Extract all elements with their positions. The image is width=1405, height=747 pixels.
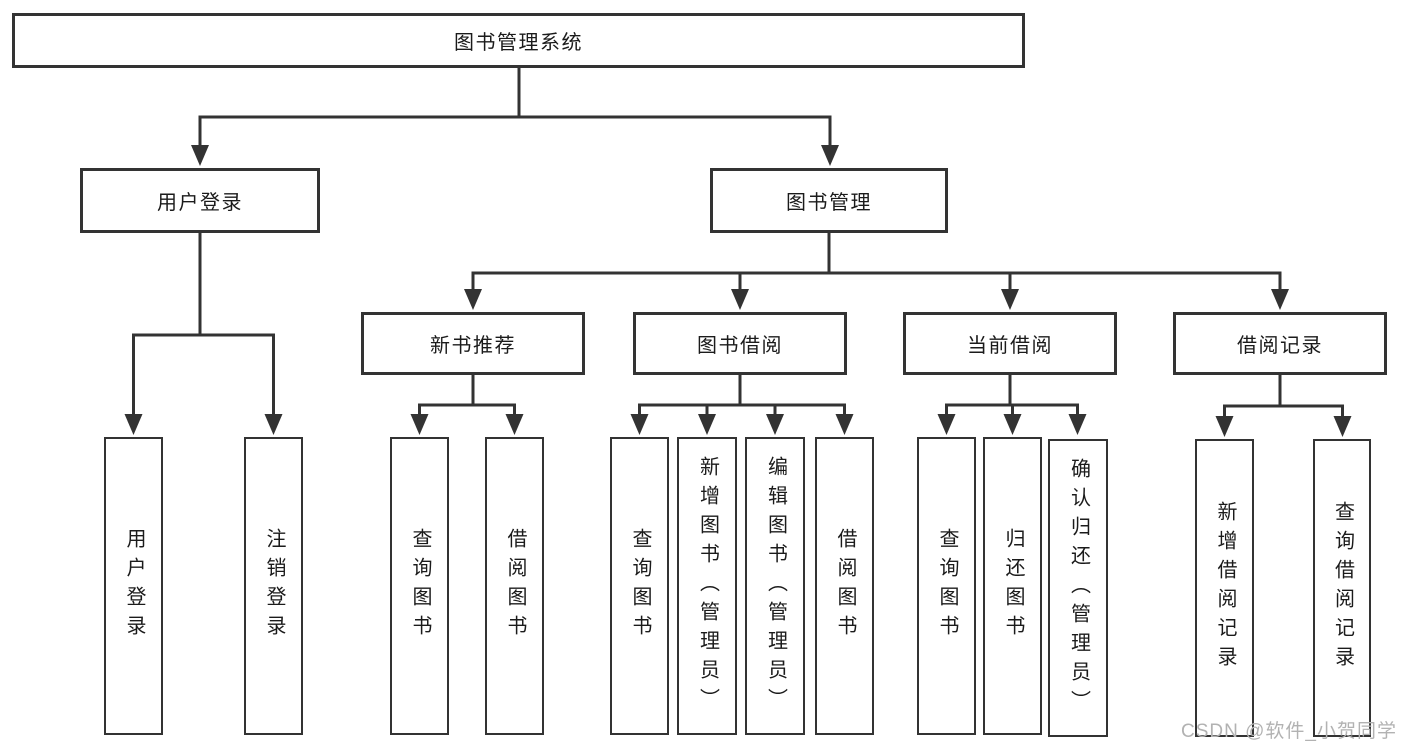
node-current-confirm-return-admin: 确认归还（管理员） <box>1048 439 1108 737</box>
node-borrow-records: 借阅记录 <box>1173 312 1387 375</box>
node-current-query-books-label: 查询图书 <box>936 528 958 644</box>
node-records-query-record-label: 查询借阅记录 <box>1331 501 1354 675</box>
node-borrow-query-books-label: 查询图书 <box>629 528 651 644</box>
node-recommend-query-books: 查询图书 <box>390 437 449 735</box>
node-current-return-books-label: 归还图书 <box>1002 528 1024 644</box>
node-current-confirm-return-admin-label: 确认归还（管理员） <box>1067 457 1090 719</box>
csdn-watermark: CSDN @软件_小贺同学 <box>1181 721 1397 742</box>
node-root: 图书管理系统 <box>12 13 1025 68</box>
node-user-login-action-label: 用户登录 <box>123 528 145 644</box>
node-book-borrow: 图书借阅 <box>633 312 847 375</box>
node-borrow-borrow-books-label: 借阅图书 <box>834 528 856 644</box>
node-user-login: 用户登录 <box>80 168 320 233</box>
node-borrow-edit-books-admin: 编辑图书（管理员） <box>745 437 805 735</box>
node-records-add-record: 新增借阅记录 <box>1195 439 1254 737</box>
node-new-book-recommend: 新书推荐 <box>361 312 585 375</box>
node-book-borrow-label: 图书借阅 <box>697 335 783 357</box>
node-borrow-add-books-admin-label: 新增图书（管理员） <box>696 455 719 717</box>
node-current-return-books: 归还图书 <box>983 437 1042 735</box>
node-borrow-records-label: 借阅记录 <box>1237 335 1323 357</box>
node-recommend-borrow-books: 借阅图书 <box>485 437 544 735</box>
node-current-borrow: 当前借阅 <box>903 312 1117 375</box>
node-records-add-record-label: 新增借阅记录 <box>1214 501 1236 675</box>
node-logout-action: 注销登录 <box>244 437 303 735</box>
node-user-login-action: 用户登录 <box>104 437 163 735</box>
node-records-query-record: 查询借阅记录 <box>1313 439 1371 737</box>
node-current-query-books: 查询图书 <box>917 437 976 735</box>
node-borrow-borrow-books: 借阅图书 <box>815 437 874 735</box>
node-borrow-query-books: 查询图书 <box>610 437 669 735</box>
node-recommend-borrow-books-label: 借阅图书 <box>504 528 526 644</box>
node-book-management-label: 图书管理 <box>786 192 872 214</box>
node-user-login-label: 用户登录 <box>157 192 243 214</box>
node-new-book-recommend-label: 新书推荐 <box>430 335 516 357</box>
node-recommend-query-books-label: 查询图书 <box>409 528 431 644</box>
node-root-label: 图书管理系统 <box>454 32 583 54</box>
node-logout-action-label: 注销登录 <box>263 528 285 644</box>
node-borrow-edit-books-admin-label: 编辑图书（管理员） <box>764 455 787 717</box>
node-borrow-add-books-admin: 新增图书（管理员） <box>677 437 737 735</box>
node-book-management: 图书管理 <box>710 168 948 233</box>
node-current-borrow-label: 当前借阅 <box>967 335 1053 357</box>
